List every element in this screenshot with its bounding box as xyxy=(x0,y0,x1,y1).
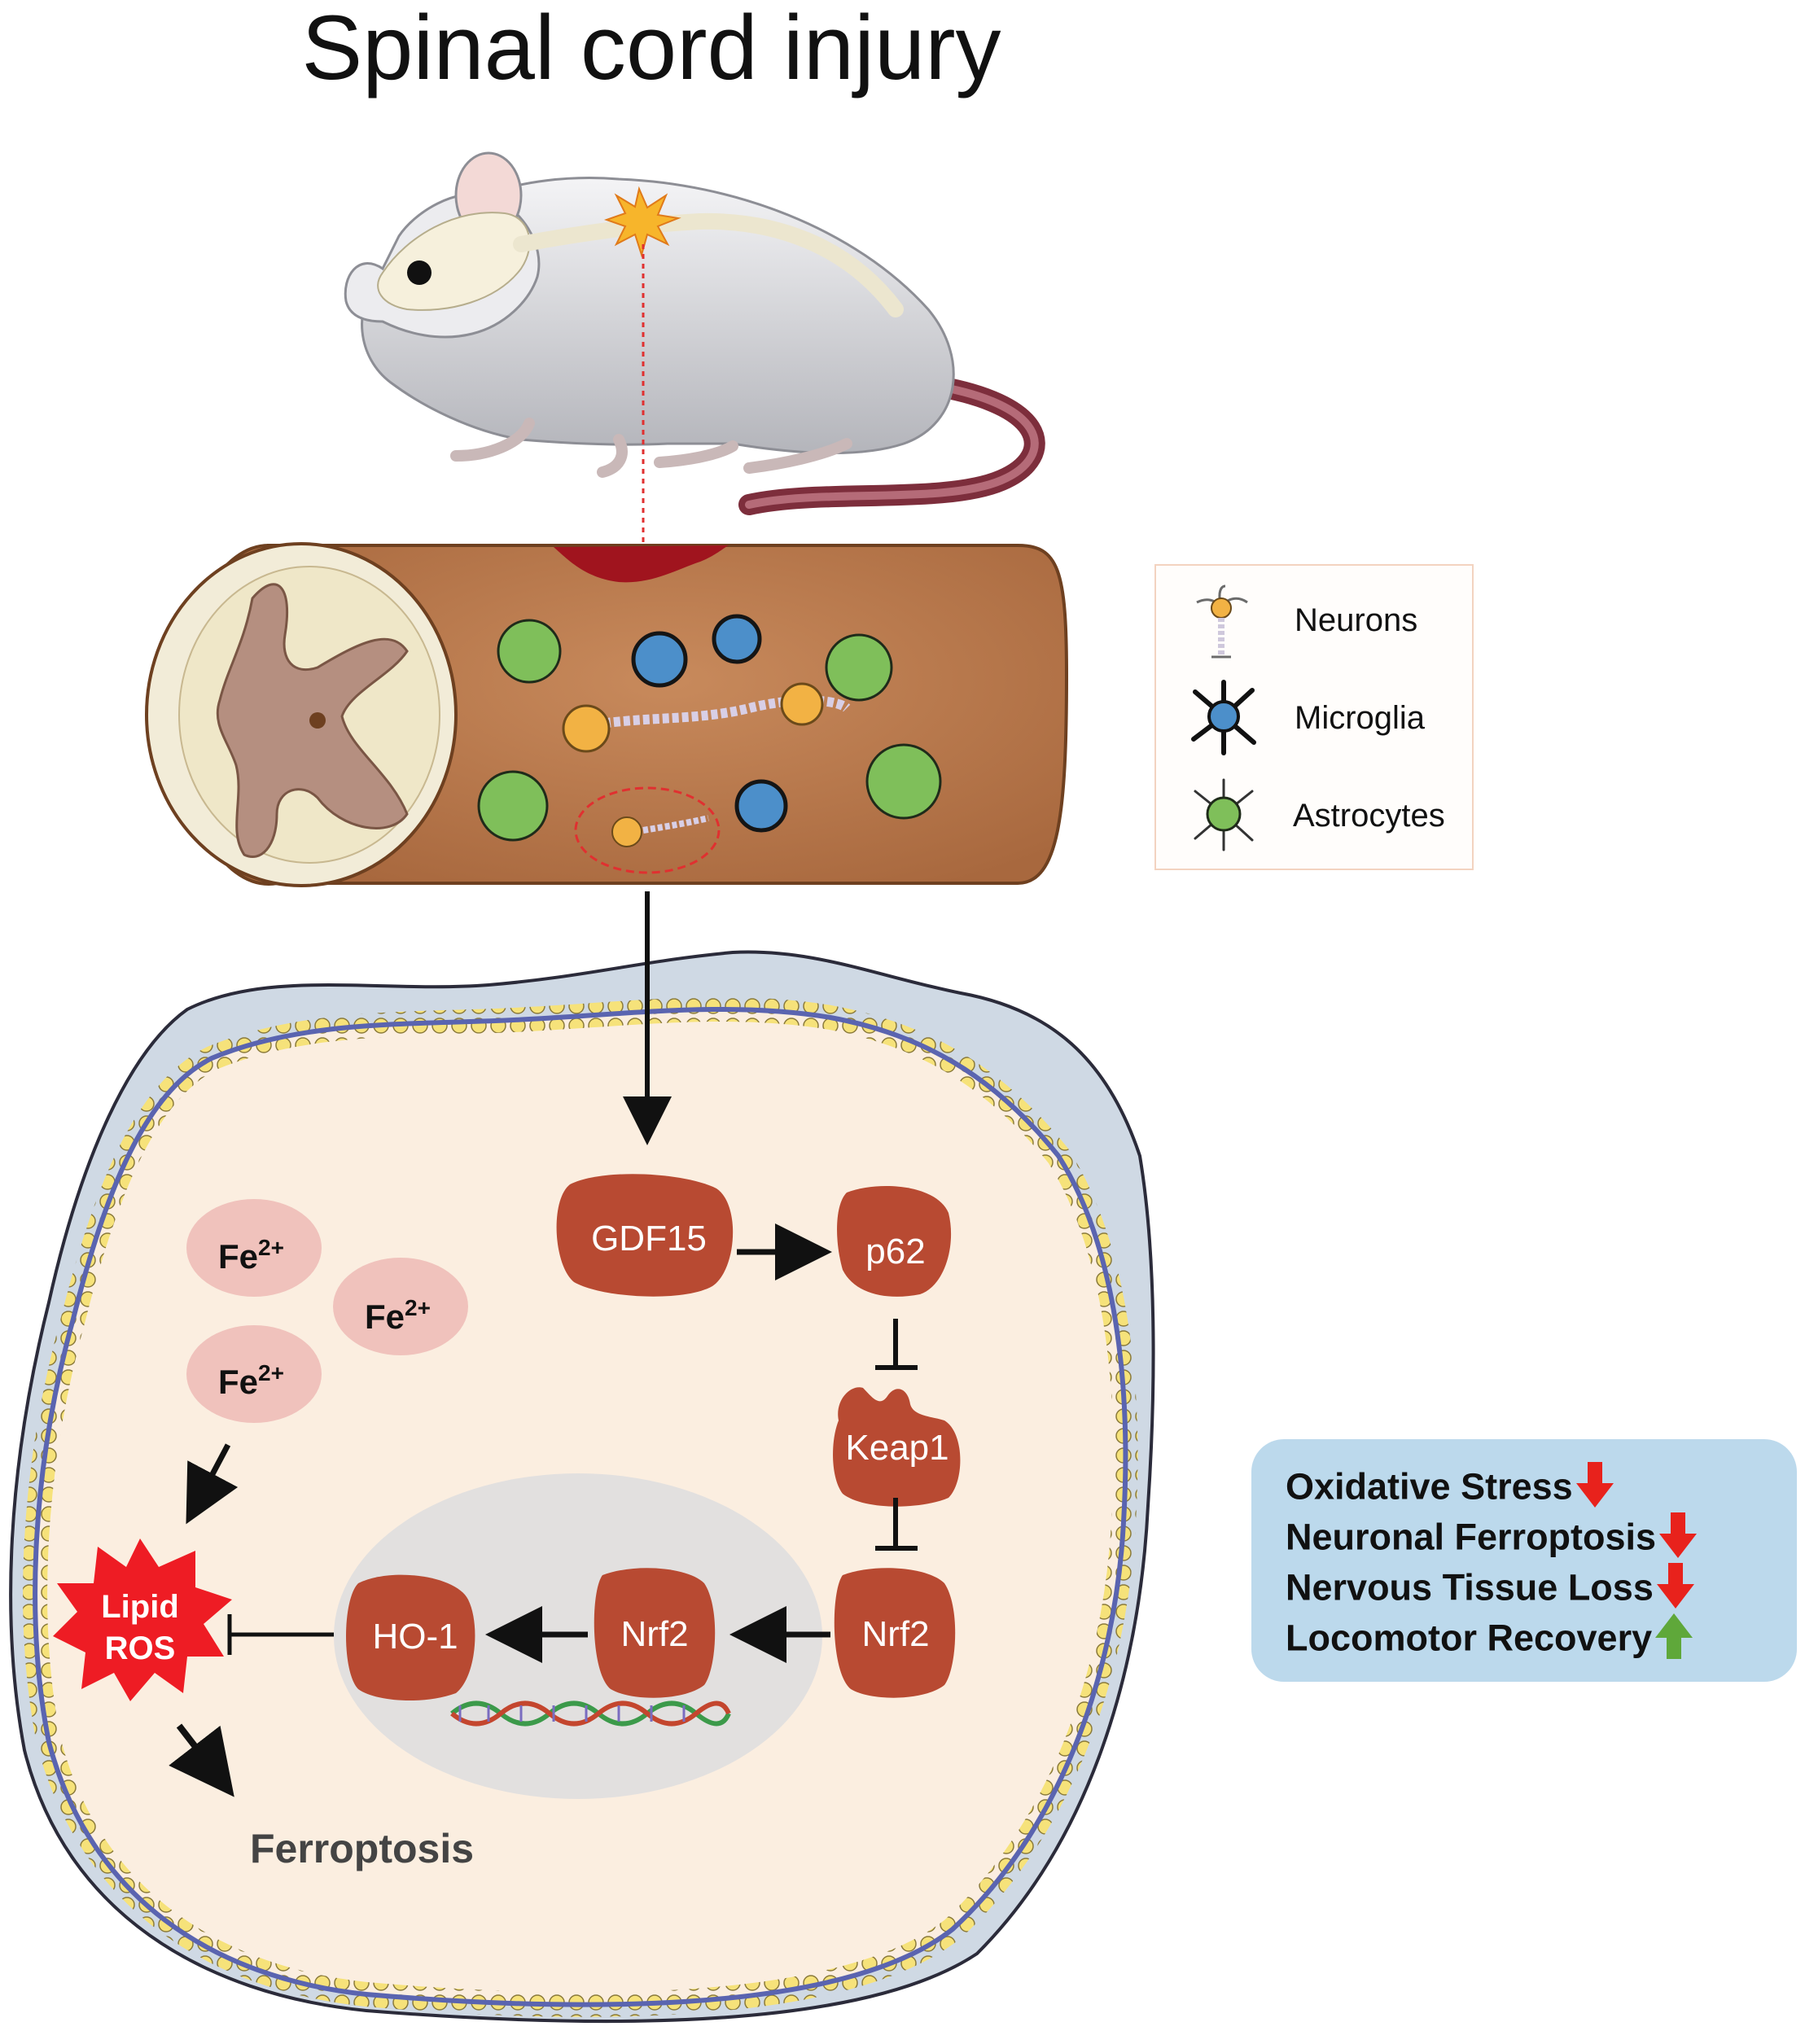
outcome-nervous-tissue-loss: Nervous Tissue Loss xyxy=(1286,1563,1694,1617)
legend-label-microglia: Microglia xyxy=(1295,700,1426,736)
legend-label-neurons: Neurons xyxy=(1295,602,1418,638)
injury-site-icon xyxy=(603,186,681,258)
neuron-icon xyxy=(1189,582,1254,663)
down-arrow-icon xyxy=(1656,1563,1694,1617)
ho1-protein xyxy=(346,1574,475,1701)
inhibit-p62-keap1 xyxy=(875,1319,918,1370)
outcome-neuronal-ferroptosis: Neuronal Ferroptosis xyxy=(1286,1512,1698,1567)
legend-label-astrocytes: Astrocytes xyxy=(1293,798,1445,834)
nrf2-cytoplasm-label: Nrf2 xyxy=(861,1614,929,1654)
p62-label: p62 xyxy=(865,1232,925,1271)
lipid-ros-burst xyxy=(53,1538,232,1701)
up-arrow-icon xyxy=(1655,1613,1693,1668)
inhibit-ho1-lipid-ros xyxy=(227,1614,334,1655)
dna-icon xyxy=(450,1700,731,1727)
gdf15-protein xyxy=(556,1174,734,1297)
down-arrow-icon xyxy=(1659,1512,1698,1567)
inhibit-keap1-nrf2 xyxy=(875,1498,918,1551)
spinal-cord-segment xyxy=(145,542,1069,887)
fe-ion-2 xyxy=(333,1258,468,1355)
ros-label: ROS xyxy=(105,1630,176,1666)
outcome-locomotor-recovery: Locomotor Recovery xyxy=(1286,1613,1693,1668)
fe-ion-1 xyxy=(186,1199,322,1297)
ferroptosis-label: Ferroptosis xyxy=(250,1826,474,1871)
fe-label-2: Fe2+ xyxy=(365,1295,431,1336)
fe-ion-3 xyxy=(186,1325,322,1423)
nrf2-nucleus-label: Nrf2 xyxy=(620,1614,688,1654)
cell-illustration xyxy=(9,950,1155,2024)
p62-protein xyxy=(837,1186,952,1297)
keap1-label: Keap1 xyxy=(845,1428,949,1468)
arrow-fe-to-ros xyxy=(186,1443,239,1525)
outcome-oxidative-stress: Oxidative Stress xyxy=(1286,1462,1614,1517)
ho1-label: HO-1 xyxy=(372,1617,458,1657)
cell-type-legend: Neurons Microglia Astrocytes xyxy=(1154,564,1474,870)
page-title: Spinal cord injury xyxy=(301,0,1001,98)
gdf15-label: GDF15 xyxy=(591,1219,707,1258)
lipid-label: Lipid xyxy=(101,1589,179,1625)
mouse-illustration xyxy=(344,151,1045,570)
keap1-protein xyxy=(833,1387,961,1507)
nrf2-nucleus-protein xyxy=(594,1568,716,1698)
astrocyte-icon xyxy=(1187,773,1260,855)
fe-label-3: Fe2+ xyxy=(218,1360,284,1401)
down-arrow-icon xyxy=(1575,1462,1614,1517)
outcomes-panel: Oxidative Stress Neuronal Ferroptosis Ne… xyxy=(1251,1439,1797,1682)
arrow-ros-to-ferroptosis xyxy=(169,1723,234,1797)
microglia-icon xyxy=(1187,676,1260,757)
fe-label-1: Fe2+ xyxy=(218,1235,284,1276)
nrf2-cytoplasm-protein xyxy=(834,1568,956,1698)
